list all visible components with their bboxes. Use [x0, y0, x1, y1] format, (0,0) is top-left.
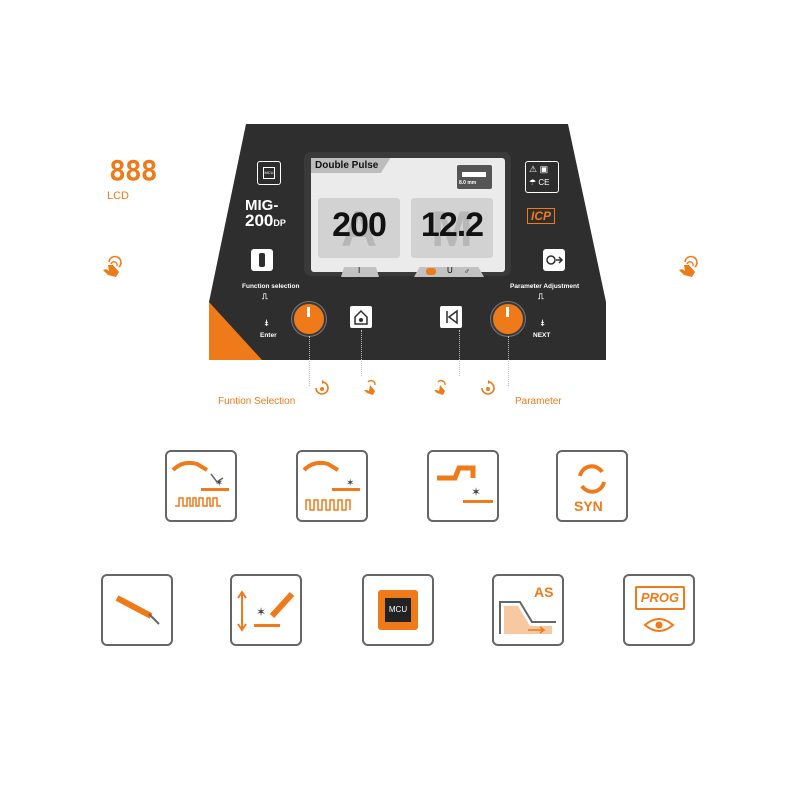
wire-size-value: 8.0 mm: [459, 180, 477, 186]
enter-label: Enter: [260, 332, 277, 339]
parameter-knob-pointer: [506, 307, 509, 317]
function-selection-label: Function selection: [242, 283, 300, 290]
touch-icon-left: [103, 255, 122, 277]
wire-feed-roller-icon: [543, 249, 565, 271]
guide-line-2: [361, 330, 362, 376]
voltage-readout-box: [411, 198, 493, 258]
syn-label: SYN: [574, 498, 603, 514]
parameter-caption: Parameter: [515, 396, 562, 407]
voltage-ghost-icon: M: [431, 201, 473, 257]
svg-text:✶: ✶: [256, 605, 266, 619]
mode-title: Double Pulse: [311, 158, 391, 173]
as-label: AS: [534, 584, 554, 600]
mcu-chip-icon: MCU: [257, 161, 281, 185]
guide-line-1: [309, 336, 310, 386]
pulse-icon: ⎍: [262, 292, 268, 301]
program-memory-icon: PROG: [623, 574, 695, 646]
model-line2: 200: [245, 211, 274, 230]
voltage-bar: U ♂: [414, 267, 484, 277]
svg-text:✶: ✶: [471, 485, 481, 499]
current-readout-box: [318, 198, 400, 258]
enter-symbol-icon: ⤈: [265, 318, 269, 327]
function-knob-pointer: [307, 307, 310, 317]
rotate-icon-right: [481, 380, 495, 395]
next-label: NEXT: [533, 332, 551, 339]
lcd-digits: 888: [109, 154, 158, 187]
press-icon-right: [434, 379, 446, 395]
mcu-control-icon: MCU: [362, 574, 434, 646]
prog-label: PROG: [635, 586, 685, 610]
model-name: MIG- 200DP: [245, 198, 286, 231]
current-symbol: I: [358, 266, 361, 275]
next-symbol-icon: ⤈: [541, 318, 545, 327]
model-line1: MIG-: [245, 197, 279, 214]
double-pulse-mig-icon: ✶: [165, 450, 237, 522]
parameter-adjustment-label: Parameter Adjustment: [510, 283, 580, 290]
current-bar: I: [341, 267, 379, 277]
function-selection-caption: Funtion Selection: [218, 396, 296, 407]
touch-icon-right: [679, 255, 698, 277]
mcu-label: MCU: [385, 598, 411, 622]
lift-tig-icon: ✶: [230, 574, 302, 646]
function-knob[interactable]: [292, 302, 326, 336]
rotate-icon-left: [315, 380, 329, 395]
guide-line-4: [508, 336, 509, 386]
gas-cylinder-icon: [251, 249, 273, 271]
wire-size-icon: [457, 165, 492, 189]
current-ghost-icon: A: [340, 201, 378, 257]
back-button[interactable]: [440, 306, 462, 328]
current-value: 200: [332, 206, 387, 244]
model-suffix: DP: [273, 218, 286, 228]
mma-electrode-icon: [101, 574, 173, 646]
lcd-label: LCD: [107, 190, 130, 202]
inductance-icon: ♂: [464, 267, 470, 276]
guide-line-3: [459, 330, 460, 376]
ce-mark-icon: ☂ CE: [529, 178, 550, 187]
svg-text:✶: ✶: [215, 478, 223, 489]
svg-text:✶: ✶: [346, 478, 354, 489]
skip-back-icon: [446, 309, 458, 325]
parameter-knob[interactable]: [491, 302, 525, 336]
warning-icon: ⚠ ▣: [529, 164, 549, 174]
eye-icon: [643, 618, 675, 632]
press-icon-left: [364, 379, 376, 395]
voltage-symbol: U: [447, 266, 453, 275]
home-button[interactable]: [350, 306, 372, 328]
home-settings-icon: [354, 309, 368, 325]
wire-feed-icon: [426, 268, 436, 275]
mig-welding-icon: ✶: [427, 450, 499, 522]
voltage-value: 12.2: [420, 206, 484, 244]
pulse-icon-right: ⎍: [538, 292, 544, 301]
arc-start-icon: AS: [492, 574, 564, 646]
pulse-mig-icon: ✶: [296, 450, 368, 522]
certification-badge: ICP: [527, 208, 556, 224]
safety-icons: ⚠ ▣ ☂ CE: [525, 161, 559, 193]
synergic-icon: SYN: [556, 450, 628, 522]
